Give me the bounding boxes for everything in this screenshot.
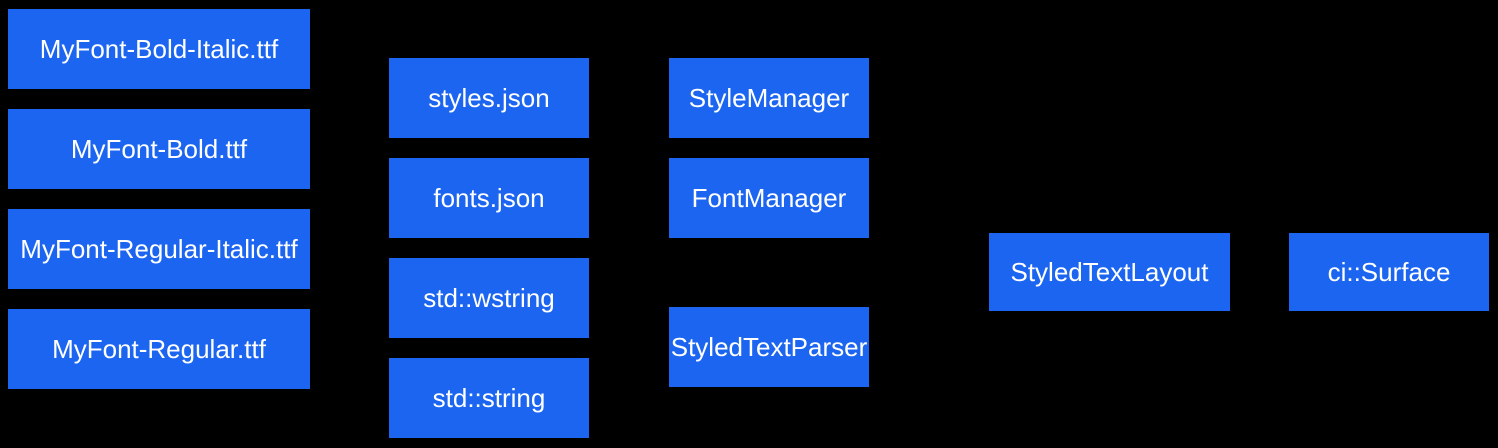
node-label: StyledTextParser <box>670 331 868 362</box>
node-label: styles.json <box>428 82 550 113</box>
node-stylemanager: StyleManager <box>669 58 869 138</box>
node-fontmanager: FontManager <box>669 158 869 238</box>
node-myfont-regular-italic-ttf: MyFont-Regular-Italic.ttf <box>8 209 310 289</box>
node-styles-json: styles.json <box>389 58 589 138</box>
node-myfont-bold-italic-ttf: MyFont-Bold-Italic.ttf <box>8 9 310 89</box>
node-styledtextlayout: StyledTextLayout <box>989 233 1230 311</box>
node-std-string: std::string <box>389 358 589 438</box>
node-label: std::wstring <box>423 282 555 313</box>
node-label: fonts.json <box>433 182 545 213</box>
node-fonts-json: fonts.json <box>389 158 589 238</box>
node-label: std::string <box>432 382 546 413</box>
node-label: MyFont-Bold-Italic.ttf <box>39 33 279 64</box>
node-label: MyFont-Regular-Italic.ttf <box>20 233 298 264</box>
node-std-wstring: std::wstring <box>389 258 589 338</box>
node-myfont-regular-ttf: MyFont-Regular.ttf <box>8 309 310 389</box>
node-label: MyFont-Regular.ttf <box>52 333 266 364</box>
node-styledtextparser: StyledTextParser <box>669 307 869 387</box>
node-label: MyFont-Bold.ttf <box>70 133 248 164</box>
node-label: ci::Surface <box>1327 256 1451 287</box>
node-ci-surface: ci::Surface <box>1289 233 1489 311</box>
node-label: StyledTextLayout <box>1010 256 1209 287</box>
node-myfont-bold-ttf: MyFont-Bold.ttf <box>8 109 310 189</box>
node-label: FontManager <box>691 182 847 213</box>
node-label: StyleManager <box>688 82 850 113</box>
